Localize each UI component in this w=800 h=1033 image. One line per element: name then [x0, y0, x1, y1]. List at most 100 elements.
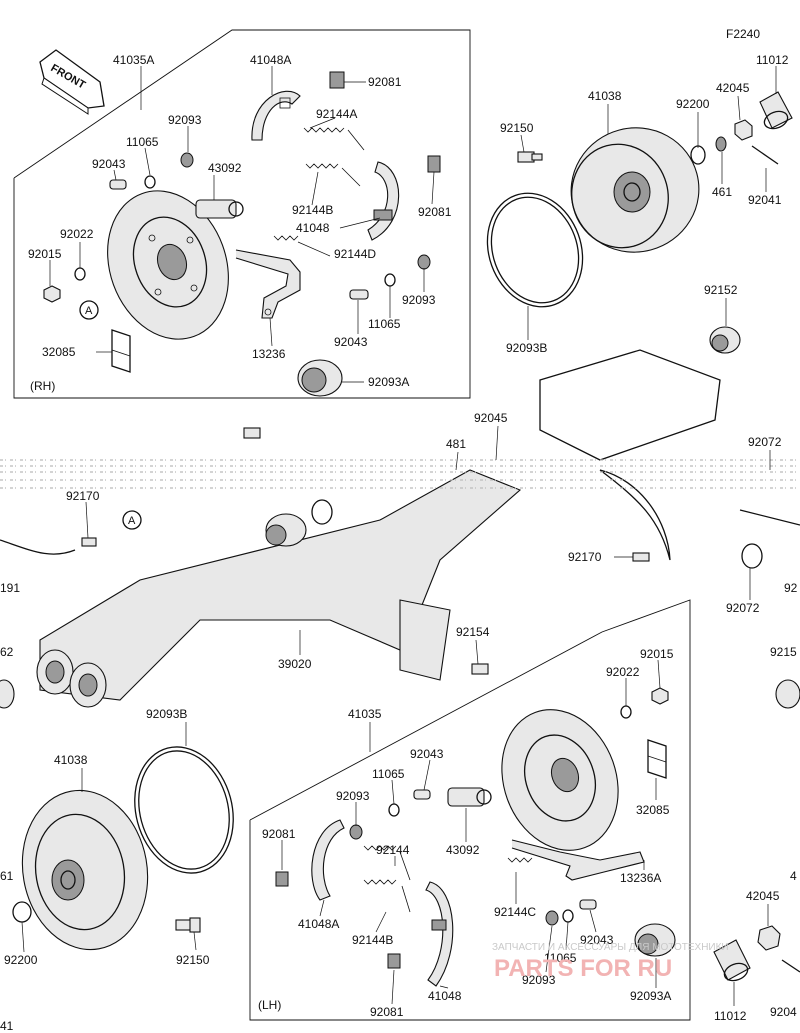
- lh-spring-92144: [363, 845, 411, 881]
- top-cotter-pin-92041: [751, 145, 779, 165]
- label-92041-top: 92041: [748, 193, 782, 207]
- rh-brake-shoe-41048: [367, 161, 400, 241]
- label-41048A-lh: 41048A: [298, 917, 339, 931]
- lh-callout-a-text: A: [128, 515, 136, 527]
- label-32085-lh: 32085: [636, 803, 670, 817]
- label-43092-lh: 43092: [446, 843, 480, 857]
- label-9204-right: 9204: [770, 1005, 797, 1019]
- lh-washer-92093-bottom: [545, 910, 559, 926]
- label-92045: 92045: [474, 411, 508, 425]
- label-92170-left: 92170: [66, 489, 100, 503]
- rh-clip-92081-mid: [427, 155, 441, 173]
- label-13236: 13236: [252, 347, 286, 361]
- lh-clip-32085: [647, 739, 667, 779]
- label-92093-lh2: 92093: [522, 973, 556, 987]
- rh-washer-11065-left: [144, 175, 156, 189]
- label-11065-rh2: 11065: [368, 317, 401, 331]
- label-92043-rh2: 92043: [334, 335, 368, 349]
- label-42045-top: 42045: [716, 81, 750, 95]
- rh-seal-92093A: [297, 359, 343, 397]
- watermark-line1: ЗАПЧАСТИ И АКСЕССУАРЫ ДЛЯ МОТОТЕХНИКИ: [492, 942, 729, 953]
- hose-right: [599, 469, 800, 562]
- label-4-right: 4: [790, 869, 797, 883]
- top-washer-92200: [690, 145, 706, 165]
- circlip-92072-mid: [741, 543, 763, 569]
- label-32085-rh: 32085: [42, 345, 76, 359]
- label-61: 61: [0, 869, 14, 883]
- rh-callout-a-text: A: [85, 305, 93, 317]
- rh-callout-a-icon: [79, 300, 99, 320]
- top-cap-11012: [759, 91, 793, 130]
- bottom-drum-seal-92093B: [134, 746, 234, 874]
- top-washer-461: [715, 136, 727, 152]
- lh-wheel-cylinder: [447, 787, 492, 807]
- label-92170-mid: 92170: [568, 550, 602, 564]
- label-41048-rh: 41048: [296, 221, 330, 235]
- bottom-cap-11012: [713, 939, 751, 982]
- swingarm-39020: [39, 349, 721, 701]
- lh-washer-92022: [620, 705, 632, 719]
- hose-92170-left: [0, 537, 97, 555]
- right-edge-cotter-pin: [781, 959, 800, 973]
- label-92081-rh2: 92081: [418, 205, 452, 219]
- rh-label: (RH): [30, 379, 55, 393]
- label-11065-rh1: 11065: [126, 135, 159, 149]
- rh-clip-32085: [111, 329, 131, 373]
- label-92081-lh2: 92081: [370, 1005, 404, 1019]
- lh-washer-92093-top: [349, 824, 363, 840]
- label-62: 62: [0, 645, 14, 659]
- rh-wheel-cylinder: [195, 199, 244, 219]
- label-39020: 39020: [278, 657, 312, 671]
- label-92093A-lh: 92093A: [630, 989, 671, 1003]
- label-92150-bot: 92150: [176, 953, 210, 967]
- swingarm-end-left: [36, 649, 107, 708]
- label-41038-top: 41038: [588, 89, 622, 103]
- label-92015-lh: 92015: [640, 647, 674, 661]
- label-461-top: 461: [712, 185, 732, 199]
- label-92093-rh2: 92093: [402, 293, 436, 307]
- label-11012-top: 11012: [756, 53, 789, 67]
- lh-spring-92144B: [363, 879, 411, 913]
- label-41048-lh: 41048: [428, 989, 462, 1003]
- rh-washer-92093-right: [417, 254, 431, 270]
- scan-noise-band: [0, 459, 800, 489]
- label-11065-lh1: 11065: [372, 767, 405, 781]
- label-92-right: 92: [784, 581, 798, 595]
- bottom-nut-42045: [757, 925, 781, 951]
- label-92144B-rh: 92144B: [292, 203, 333, 217]
- lh-pin-92043-bottom: [579, 899, 597, 910]
- left-bushing: [0, 679, 15, 709]
- top-bushing-92152: [709, 326, 741, 354]
- top-nut-42045: [734, 119, 753, 141]
- lh-brake-panel: [501, 709, 619, 851]
- label-92144: 92144: [376, 843, 410, 857]
- lh-brake-shoe-41048A: [311, 819, 345, 901]
- rh-brake-shoe-41048A: [251, 90, 301, 141]
- rh-washer-11065-right: [384, 273, 396, 287]
- label-41038-bot: 41038: [54, 753, 88, 767]
- rh-clip-92081-top: [329, 71, 345, 89]
- label-92072-top: 92072: [748, 435, 782, 449]
- leader-lines: [21, 66, 777, 1006]
- lh-lever-13236A: [511, 839, 645, 881]
- label-11065-lh2: 11065: [544, 951, 577, 965]
- bottom-bolt-92150: [175, 917, 201, 933]
- label-92093B-top: 92093B: [506, 341, 547, 355]
- label-92200-bot: 92200: [4, 953, 38, 967]
- label-92043-lh2: 92043: [580, 933, 614, 947]
- rh-assembly-frame: [13, 29, 471, 399]
- label-92081-rh1: 92081: [368, 75, 402, 89]
- figure-code: F2240: [726, 27, 760, 41]
- lh-nut-92015: [651, 687, 669, 705]
- top-brake-drum-41038: [570, 127, 700, 253]
- rh-spring-92144D: [273, 235, 299, 241]
- label-92144C: 92144C: [494, 905, 536, 919]
- lh-label: (LH): [258, 998, 281, 1012]
- label-92093-rh1: 92093: [168, 113, 202, 127]
- label-13236A: 13236A: [620, 871, 661, 885]
- label-92043-rh1: 92043: [92, 157, 126, 171]
- lh-washer-11065-bottom: [562, 909, 574, 923]
- bottom-brake-drum-41038: [21, 789, 149, 951]
- label-9215-right: 9215: [770, 645, 797, 659]
